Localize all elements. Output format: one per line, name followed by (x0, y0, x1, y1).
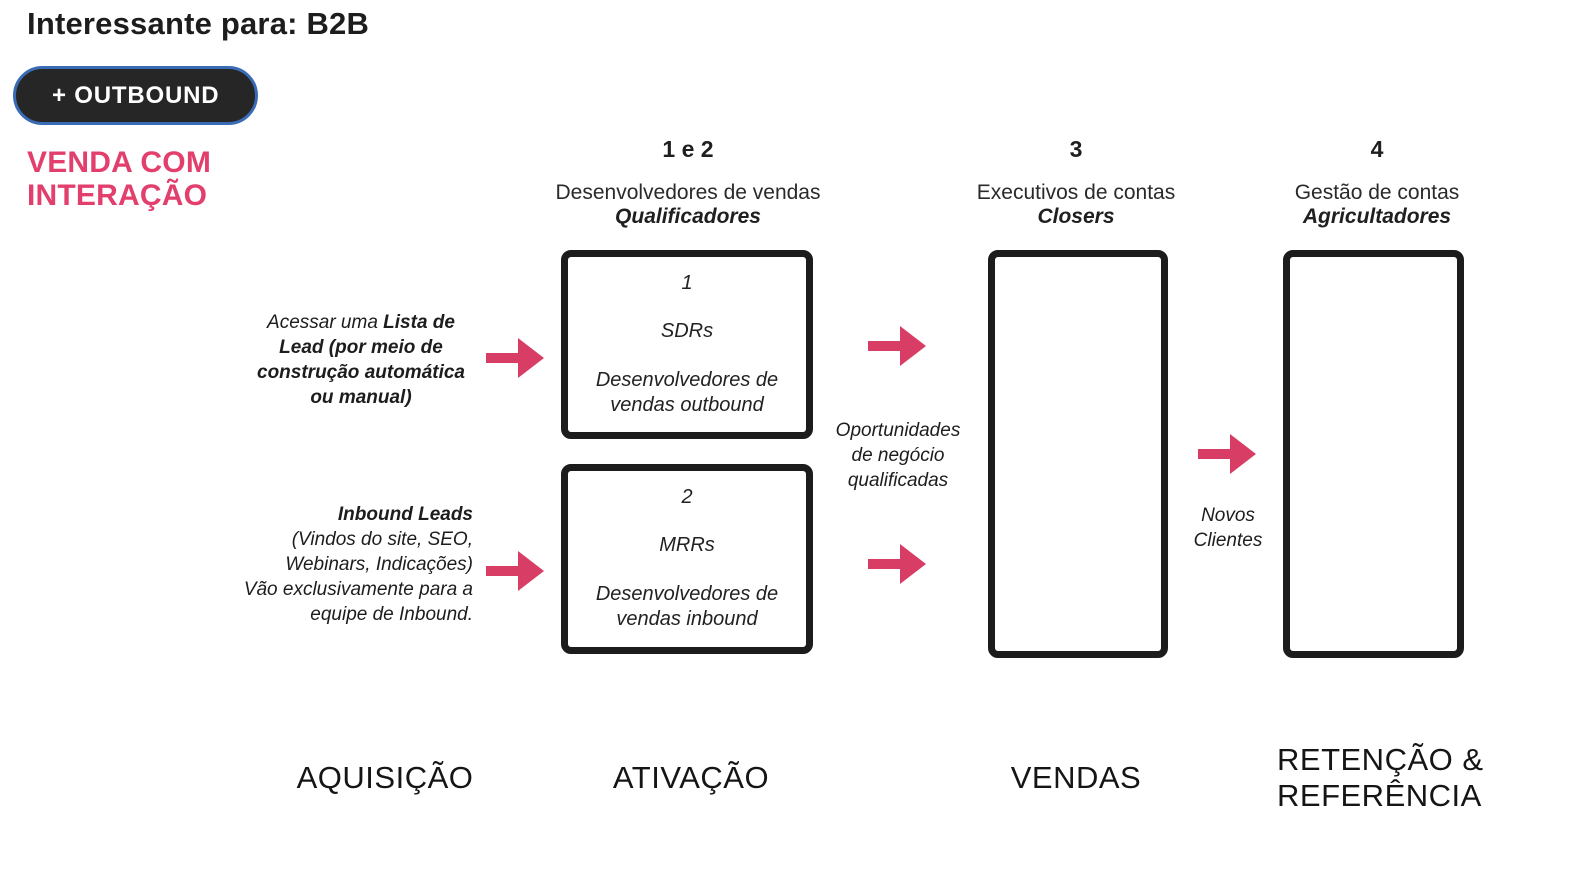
arrow-sales-to-retention (1198, 432, 1256, 476)
box-sdrs-description: Desenvolvedores de vendas outbound (595, 368, 779, 416)
annotation-inbound-title: Inbound Leads (337, 504, 473, 525)
column-header-qualificadores: 1 e 2 Desenvolvedores de vendas Qualific… (528, 136, 848, 229)
arrow-right-icon (486, 338, 544, 378)
column-header-agricultadores: 4 Gestão de contas Agricultadores (1217, 136, 1537, 229)
annotation-lead-list: Acessar uma Lista de Lead (por meio de c… (255, 310, 467, 410)
column-nickname: Closers (1037, 205, 1115, 229)
box-sdrs-code: SDRs (660, 319, 714, 342)
box-mrrs-description: Desenvolvedores de vendas inbound (595, 583, 779, 630)
column-role: Gestão de contas (1294, 181, 1460, 204)
stage-label-retencao-referencia: RETENÇÃO & REFERÊNCIA (1277, 742, 1484, 813)
annotation-inbound-leads: Inbound Leads (Vindos do site, SEO, Webi… (223, 502, 473, 627)
arrow-sdr-to-sales (868, 324, 926, 368)
box-mrrs-number: 2 (681, 486, 693, 508)
box-retention (1283, 250, 1464, 658)
box-sdrs-number: 1 (681, 271, 693, 294)
annotation-inbound-line3: Vão exclusivamente para a equipe de Inbo… (243, 579, 473, 626)
box-sdrs: 1 SDRs Desenvolvedores de vendas outboun… (561, 250, 813, 439)
arrow-right-icon (1198, 434, 1256, 474)
outbound-badge: + OUTBOUND (13, 66, 259, 125)
outbound-badge-label: + OUTBOUND (52, 81, 220, 109)
annotation-lead-list-bold: Lista de Lead (por meio de construção au… (257, 312, 465, 409)
box-sales (988, 250, 1168, 658)
arrow-right-icon (486, 551, 544, 591)
page-title: Interessante para: B2B (27, 6, 370, 41)
subtitle-venda-com-interacao: VENDA COM INTERAÇÃO (27, 146, 212, 212)
column-nickname: Qualificadores (615, 205, 761, 229)
stage-label-aquisicao: AQUISIÇÃO (296, 760, 474, 795)
arrow-right-icon (868, 326, 926, 366)
annotation-inbound-line2: Webinars, Indicações) (285, 554, 473, 576)
box-mrrs-code: MRRs (659, 534, 715, 556)
stage-label-ativacao: ATIVAÇÃO (612, 760, 770, 795)
column-role: Executivos de contas (976, 181, 1176, 204)
annotation-lead-list-prefix: Acessar uma (267, 312, 384, 333)
column-header-closers: 3 Executivos de contas Closers (916, 136, 1236, 229)
column-nickname: Agricultadores (1302, 205, 1452, 229)
box-mrrs: 2 MRRs Desenvolvedores de vendas inbound (561, 464, 813, 654)
column-number: 3 (1069, 136, 1083, 162)
arrow-inbound-to-mrr (486, 549, 544, 593)
stage-label-vendas: VENDAS (1010, 760, 1142, 795)
column-role: Desenvolvedores de vendas (555, 181, 821, 204)
annotation-new-clients: Novos Clientes (1193, 505, 1263, 552)
arrow-right-icon (868, 544, 926, 584)
column-number: 4 (1370, 136, 1384, 162)
annotation-opportunities: Oportunidades de negócio qualificadas (835, 420, 961, 492)
annotation-inbound-line1: (Vindos do site, SEO, (291, 529, 473, 551)
column-number: 1 e 2 (662, 136, 714, 162)
arrow-mrr-to-sales (868, 542, 926, 586)
arrow-leadlist-to-sdr (486, 336, 544, 380)
